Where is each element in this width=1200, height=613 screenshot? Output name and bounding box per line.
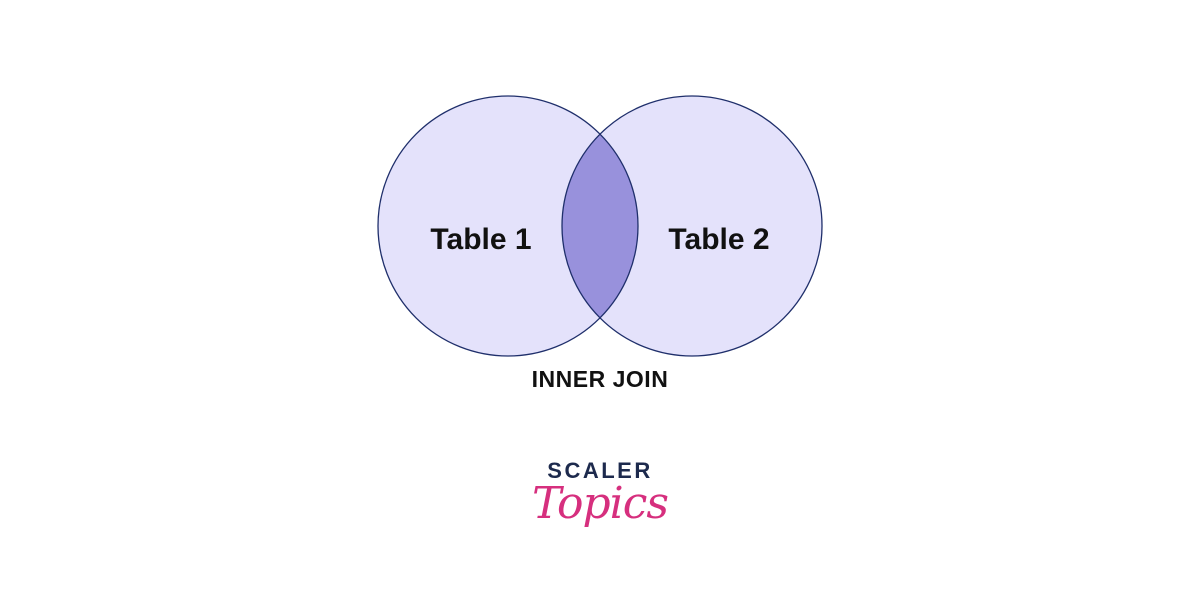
logo-topics-text: Topics xyxy=(532,478,669,529)
join-caption: INNER JOIN xyxy=(531,366,669,392)
table-1-label: Table 1 xyxy=(430,223,531,256)
table-1-outline xyxy=(377,95,639,357)
table-2-outline xyxy=(561,95,823,357)
table-2-circle xyxy=(562,96,822,356)
table-2-label: Table 2 xyxy=(668,223,769,256)
logo-scaler-text: SCALER xyxy=(547,458,653,483)
table-1-circle xyxy=(378,96,638,356)
